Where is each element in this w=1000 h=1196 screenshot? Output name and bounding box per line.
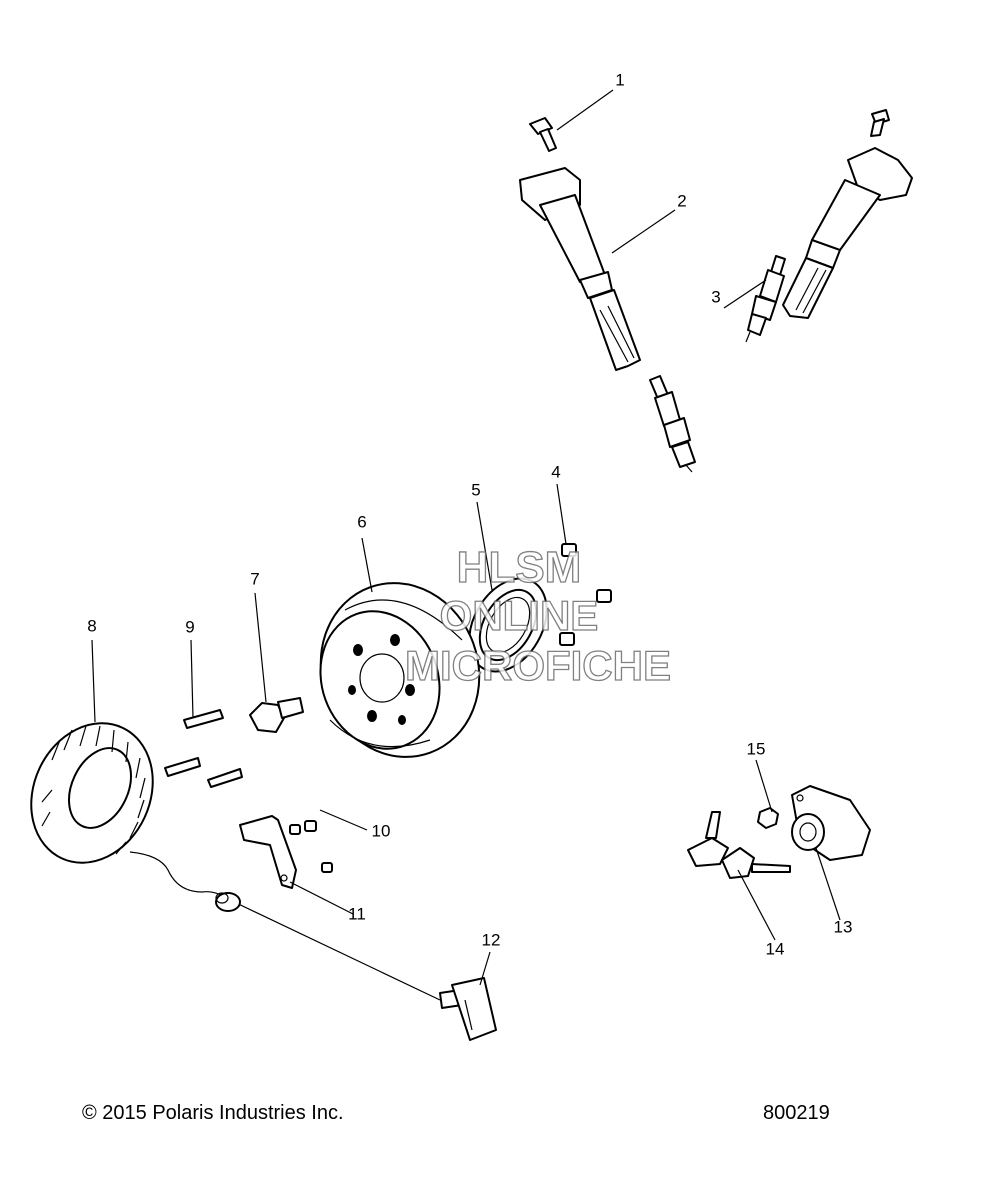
callout-14: 14 [766, 939, 785, 958]
grommet-icon [215, 892, 241, 912]
callout-labels: 1 2 3 4 5 6 7 8 9 10 11 12 13 14 15 [87, 70, 852, 958]
callout-10: 10 [372, 821, 391, 840]
connector-icon [439, 977, 497, 1041]
callout-8: 8 [87, 616, 96, 635]
callout-13: 13 [834, 917, 853, 936]
watermark-line-2: ONLINE [440, 592, 599, 639]
watermark: HLSM ONLINE MICROFICHE [404, 542, 671, 689]
callout-2: 2 [677, 191, 686, 210]
ignition-coil-icon [782, 147, 913, 319]
callout-15: 15 [747, 739, 766, 758]
stator-icon [30, 722, 154, 864]
callout-12: 12 [482, 930, 501, 949]
callout-5: 5 [471, 480, 480, 499]
spark-plug-icon [745, 255, 786, 343]
watermark-line-1: HLSM [457, 543, 582, 592]
flywheel-icon [319, 582, 481, 758]
nut-icon [757, 807, 779, 829]
callout-1: 1 [615, 70, 624, 89]
callout-4: 4 [551, 462, 560, 481]
screw-icon [289, 820, 333, 873]
bracket-icon [239, 815, 297, 889]
callout-9: 9 [185, 617, 194, 636]
bolt-icon [870, 109, 890, 137]
callout-7: 7 [250, 569, 259, 588]
bearing-ring-icon [468, 577, 548, 673]
watermark-line-3: MICROFICHE [405, 642, 671, 689]
flywheel-bolt-icon [249, 697, 304, 733]
spark-plug-icon [649, 375, 696, 473]
drawing-number: 800219 [763, 1102, 830, 1124]
bolt-icon [529, 117, 557, 152]
callout-11: 11 [348, 904, 366, 923]
callout-6: 6 [357, 512, 366, 531]
callout-3: 3 [711, 287, 720, 306]
ignition-coil-icon [519, 167, 641, 371]
bolt-icon [164, 709, 243, 788]
copyright-text: © 2015 Polaris Industries Inc. [82, 1102, 344, 1124]
ignition-switch-icon [791, 785, 871, 861]
screw-icon [559, 543, 612, 646]
key-icon [687, 811, 791, 879]
leader-lines [91, 89, 841, 986]
